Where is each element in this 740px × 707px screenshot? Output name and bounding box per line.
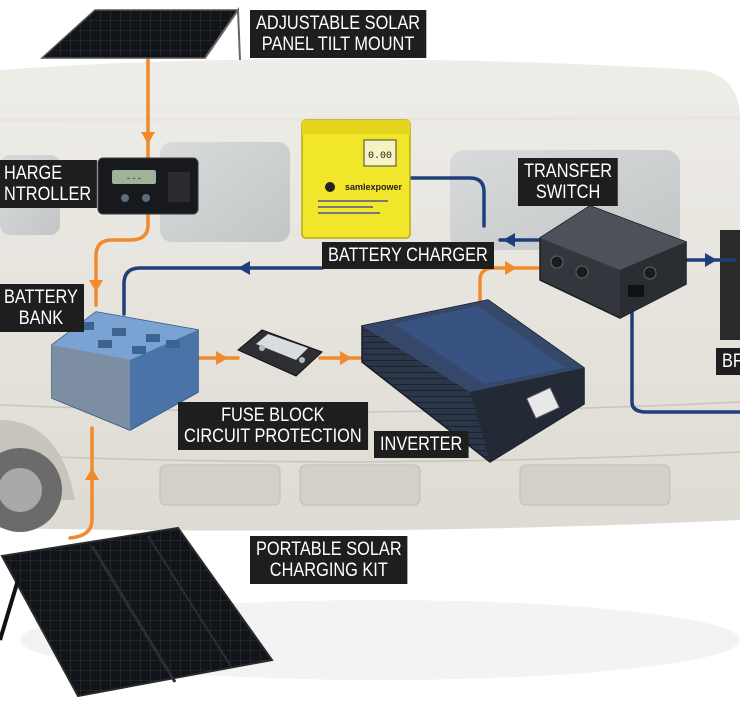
kit-stand-leg (0, 580, 18, 640)
label-tilt-mount: ADJUSTABLE SOLAR PANEL TILT MOUNT (250, 10, 426, 58)
label-transfer-switch: TRANSFER SWITCH (518, 158, 618, 206)
label-fuse-block: FUSE BLOCK CIRCUIT PROTECTION (178, 402, 368, 450)
controller-display-text: --- (126, 174, 142, 184)
charger-brand-text: samlexpower (345, 182, 403, 192)
label-right-edge: BF (716, 348, 740, 375)
charge-controller: --- (98, 158, 198, 214)
battery-charger-device: 0.00 samlexpower (302, 120, 410, 238)
label-inverter: INVERTER (374, 431, 468, 458)
switch-cable-gland (628, 285, 644, 297)
label-portable-kit: PORTABLE SOLAR CHARGING KIT (250, 536, 408, 584)
label-battery-bank: BATTERY BANK (0, 284, 84, 332)
rooftop-solar-panel (42, 10, 240, 60)
label-battery-charger: BATTERY CHARGER (322, 242, 494, 269)
label-charge-controller: HARGE NTROLLER (0, 160, 97, 208)
charger-logo-icon (325, 182, 335, 192)
rv-door (720, 230, 740, 340)
charger-meter-value: 0.00 (368, 151, 392, 162)
